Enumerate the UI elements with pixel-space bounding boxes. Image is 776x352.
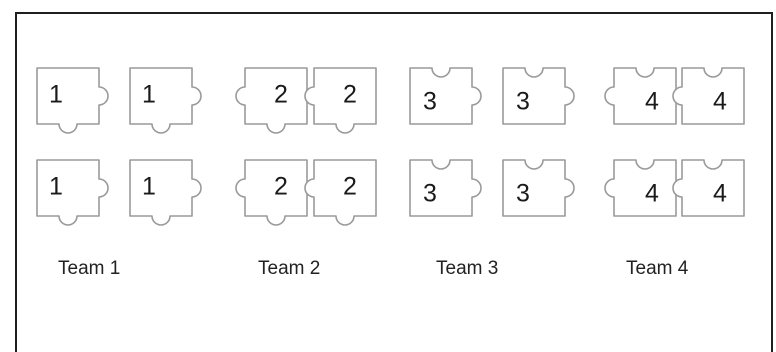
team-label-3: Team 3	[436, 258, 498, 280]
puzzle-piece-team-2: 2	[305, 68, 376, 133]
puzzle-pieces-diagram: 1 1 1 1 2 2 2 2 3 3 3 3 4 4 4 4	[0, 0, 776, 338]
puzzle-piece-number: 1	[142, 173, 156, 201]
puzzle-piece-number: 4	[645, 88, 659, 116]
puzzle-piece-number: 3	[516, 180, 530, 208]
puzzle-piece-number: 2	[343, 173, 357, 201]
puzzle-piece-team-2: 2	[305, 160, 376, 225]
puzzle-piece-outline	[673, 68, 744, 124]
puzzle-piece-outline	[236, 160, 307, 225]
puzzle-piece-team-3: 3	[503, 68, 574, 124]
puzzle-piece-team-1: 1	[37, 68, 108, 133]
team-label-1: Team 1	[58, 258, 120, 280]
puzzle-piece-outline	[605, 160, 676, 216]
puzzle-piece-outline	[305, 160, 376, 225]
puzzle-piece-outline	[130, 68, 201, 133]
puzzle-piece-team-2: 2	[236, 68, 307, 133]
puzzle-piece-team-3: 3	[503, 160, 574, 216]
puzzle-piece-number: 2	[274, 81, 288, 109]
puzzle-piece-outline	[410, 68, 481, 124]
puzzle-piece-number: 1	[49, 173, 63, 201]
puzzle-piece-outline	[37, 68, 108, 133]
team-label-4: Team 4	[626, 258, 688, 280]
puzzle-piece-number: 3	[423, 88, 437, 116]
puzzle-piece-team-1: 1	[37, 160, 108, 225]
puzzle-piece-team-1: 1	[130, 68, 201, 133]
puzzle-piece-number: 1	[49, 81, 63, 109]
puzzle-piece-outline	[605, 68, 676, 124]
puzzle-piece-team-4: 4	[673, 68, 744, 124]
puzzle-piece-number: 4	[645, 180, 659, 208]
puzzle-piece-number: 2	[274, 173, 288, 201]
puzzle-piece-outline	[305, 68, 376, 133]
puzzle-piece-outline	[37, 160, 108, 225]
puzzle-piece-number: 2	[343, 81, 357, 109]
puzzle-piece-outline	[236, 68, 307, 133]
puzzle-piece-outline	[503, 68, 574, 124]
puzzle-piece-number: 4	[713, 88, 727, 116]
puzzle-piece-number: 4	[713, 180, 727, 208]
puzzle-piece-team-4: 4	[605, 160, 676, 216]
puzzle-piece-outline	[130, 160, 201, 225]
puzzle-piece-outline	[673, 160, 744, 216]
puzzle-piece-number: 1	[142, 81, 156, 109]
puzzle-piece-number: 3	[423, 180, 437, 208]
puzzle-piece-team-3: 3	[410, 68, 481, 124]
puzzle-piece-team-4: 4	[673, 160, 744, 216]
puzzle-piece-team-4: 4	[605, 68, 676, 124]
puzzle-piece-team-3: 3	[410, 160, 481, 216]
puzzle-piece-team-2: 2	[236, 160, 307, 225]
puzzle-piece-team-1: 1	[130, 160, 201, 225]
team-label-2: Team 2	[258, 258, 320, 280]
puzzle-piece-outline	[410, 160, 481, 216]
puzzle-piece-number: 3	[516, 88, 530, 116]
puzzle-piece-outline	[503, 160, 574, 216]
